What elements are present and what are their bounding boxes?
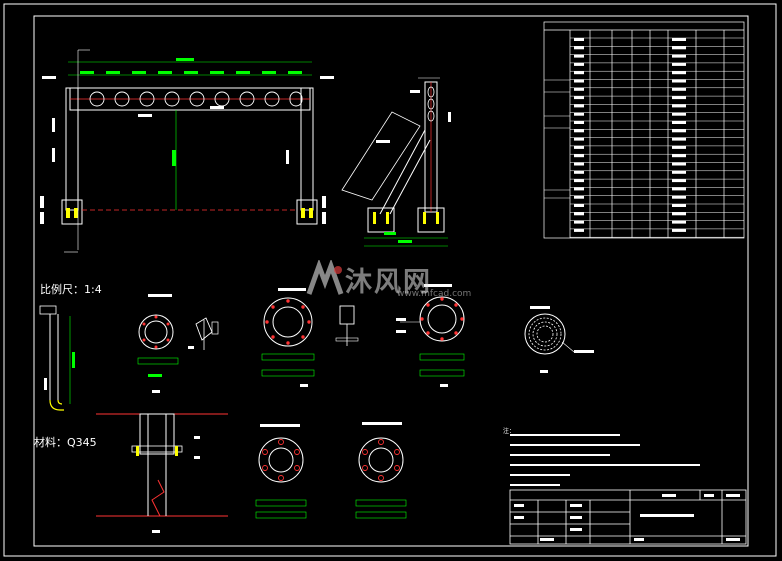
title-block xyxy=(509,489,747,545)
bom-cell-mark xyxy=(672,54,686,58)
bom-cell-mark xyxy=(574,154,584,158)
bom-table xyxy=(543,21,745,239)
bom-cell-mark xyxy=(672,154,686,158)
side-elevation xyxy=(341,77,451,247)
inner-frame xyxy=(33,15,749,547)
front-elevation xyxy=(40,49,334,253)
bom-cell-mark xyxy=(574,104,584,108)
bom-cell-mark xyxy=(574,170,584,174)
bom-cell-mark xyxy=(672,195,686,199)
bom-cell-mark xyxy=(574,71,584,75)
bom-cell-mark xyxy=(672,87,686,91)
bom-cell-mark xyxy=(672,212,686,216)
bom-cell-mark xyxy=(574,195,584,199)
section-block xyxy=(335,305,359,346)
bom-cell-mark xyxy=(672,162,686,166)
bom-cell-mark xyxy=(672,121,686,124)
bom-cell-mark xyxy=(672,204,686,207)
bom-cell-mark xyxy=(574,187,584,191)
notes-block xyxy=(510,434,700,486)
bom-cell-mark xyxy=(672,137,686,141)
bom-cell-mark xyxy=(672,96,686,100)
bom-cell-mark xyxy=(574,204,584,207)
bom-cell-mark xyxy=(574,145,584,149)
bom-cell-mark xyxy=(574,179,584,183)
bom-cell-mark xyxy=(672,170,686,174)
bom-cell-mark xyxy=(672,79,686,83)
bom-cell-mark xyxy=(574,54,584,58)
detail-column-base xyxy=(96,413,228,533)
bom-cell-mark xyxy=(672,228,686,232)
bom-cell-mark xyxy=(574,162,584,166)
bom-rows xyxy=(544,37,744,238)
bom-cell-mark xyxy=(574,87,584,91)
material-label: 材料：Q345 xyxy=(34,436,97,449)
detail-anchor-bolt xyxy=(39,305,75,411)
scale-label: 比例尺：1:4 xyxy=(40,283,102,296)
bom-cell-mark xyxy=(672,179,686,183)
bom-cell-mark xyxy=(574,228,584,232)
bom-cell-mark xyxy=(574,112,584,116)
bom-cell-mark xyxy=(574,96,584,100)
flange-plate-1 xyxy=(255,424,307,519)
bom-cell-mark xyxy=(672,62,686,66)
bom-cell-mark xyxy=(672,112,686,116)
bom-cell-mark xyxy=(574,137,584,141)
notes-heading: 注： xyxy=(503,428,516,435)
bom-cell-mark xyxy=(574,38,584,41)
bom-cell-mark xyxy=(574,62,584,66)
section-plate xyxy=(188,317,219,350)
bom-cell-mark xyxy=(672,104,686,108)
bom-cell-mark xyxy=(672,145,686,149)
bom-cell-mark xyxy=(574,212,584,216)
section-ring-1 xyxy=(137,294,179,393)
bom-cell-mark xyxy=(574,79,584,83)
section-concrete xyxy=(524,306,594,373)
bom-cell-mark xyxy=(574,220,584,224)
bom-cell-mark xyxy=(574,129,584,133)
flange-plate-2 xyxy=(355,422,407,519)
bom-cell-mark xyxy=(574,121,584,124)
bom-cell-mark xyxy=(574,46,584,50)
bom-cell-mark xyxy=(672,38,686,41)
bom-cell-mark xyxy=(672,187,686,191)
outer-frame xyxy=(3,3,777,557)
bom-cell-mark xyxy=(672,46,686,50)
bom-cell-mark xyxy=(672,129,686,133)
title-block-text-marks xyxy=(514,494,740,541)
bom-cell-mark xyxy=(672,220,686,224)
section-ring-2 xyxy=(261,288,315,387)
bom-cell-mark xyxy=(672,71,686,75)
section-ring-3 xyxy=(396,284,465,387)
